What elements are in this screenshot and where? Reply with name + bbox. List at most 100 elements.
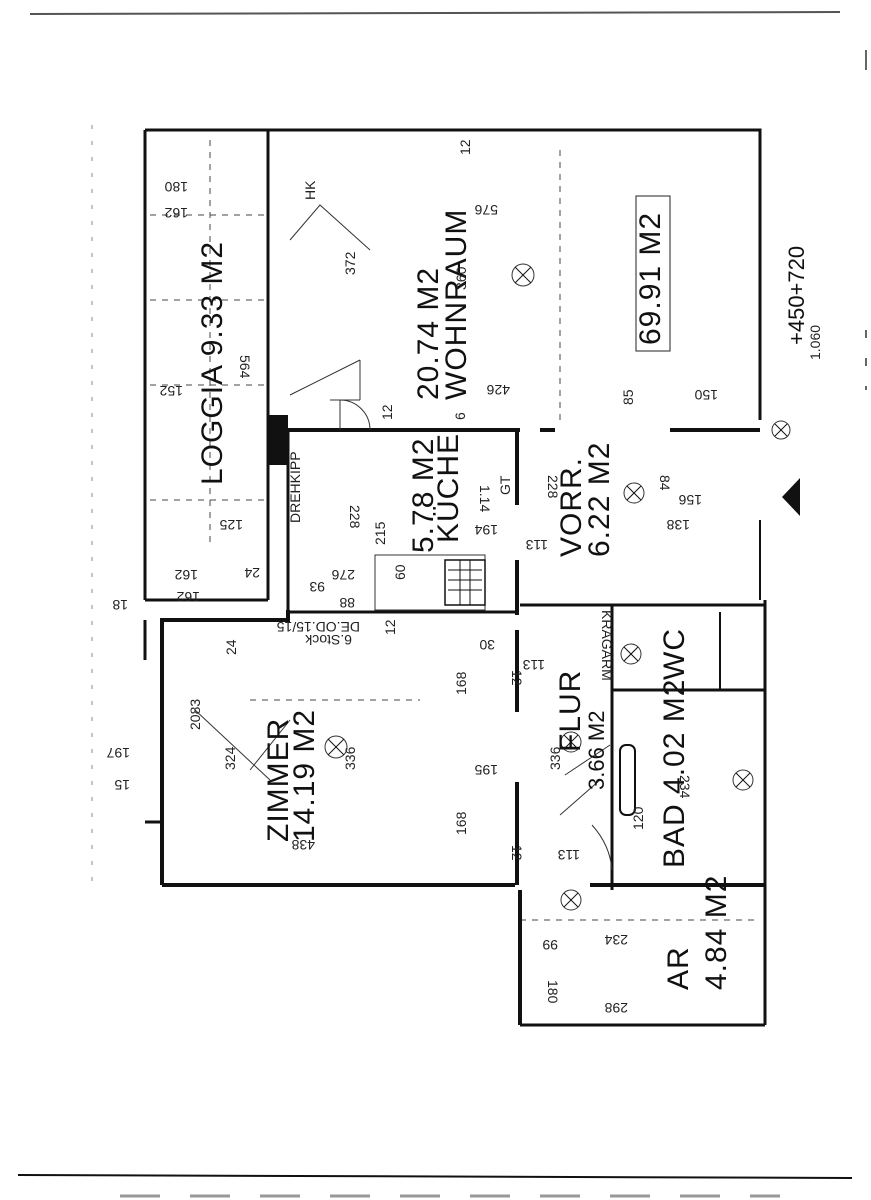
dim-label: 180 <box>164 179 188 195</box>
dim-label: 324 <box>222 746 238 770</box>
walls <box>143 128 767 1027</box>
dim-label: 2083 <box>187 699 203 730</box>
room-zimmer-area: 14.19 M2 <box>288 709 321 842</box>
dim-label: 228 <box>347 505 363 529</box>
light-fixture-icon <box>324 735 348 759</box>
dim-label: 168 <box>453 671 469 695</box>
light-fixture-icon <box>560 731 582 753</box>
grid-lines <box>150 140 760 921</box>
room-loggia: LOGGIA 9.33 M2 <box>196 241 229 485</box>
room-wc: WC <box>658 628 691 680</box>
dim-label: 195 <box>474 762 498 778</box>
dim-label: 228 <box>545 475 561 499</box>
dim-label: 60 <box>392 564 408 580</box>
warning-triangle-icon <box>782 478 800 516</box>
dim-label: 152 <box>159 383 183 399</box>
dim-label: 12 <box>509 845 525 861</box>
dim-label: 162 <box>164 205 188 221</box>
dim-label: 30 <box>479 637 495 653</box>
room-ar-area: 4.84 M2 <box>700 875 733 990</box>
dim-label: 138 <box>666 517 690 533</box>
diagonal-lines <box>194 359 361 781</box>
light-fixture-icon <box>620 643 642 665</box>
dim-label: 24 <box>244 565 260 581</box>
dim-label: 215 <box>372 521 388 545</box>
dim-label: 6 <box>452 412 468 420</box>
dim-label: 150 <box>694 387 718 403</box>
light-fixture-icon <box>511 263 535 287</box>
dim-label: 1.14 <box>477 485 493 512</box>
dim-label: 93 <box>309 579 325 595</box>
dim-label: 24 <box>223 639 239 655</box>
interior-walls <box>268 415 765 890</box>
gt-label: GT <box>497 475 513 495</box>
room-vorr-area: 6.22 M2 <box>583 442 616 557</box>
stock-label: 6.Stock <box>304 632 352 648</box>
dim-label: 438 <box>291 837 315 853</box>
column <box>268 415 288 465</box>
light-fixture-icon <box>771 420 791 440</box>
dim-label: 336 <box>342 746 358 770</box>
dim-label: 168 <box>453 811 469 835</box>
dim-label: 156 <box>678 492 702 508</box>
room-kueche: KÜCHE <box>432 433 465 543</box>
dim-label: 12 <box>379 404 395 420</box>
room-vorr-name: VORR. <box>555 457 588 557</box>
room-wohnraum-area: 20.74 M2 <box>412 267 445 400</box>
dim-label: 234 <box>604 932 628 948</box>
room-flur-name: FLUR <box>554 670 587 752</box>
dim-label: 113 <box>557 847 580 863</box>
kragarm-label: KRAGARM <box>599 610 615 681</box>
dim-label: 18 <box>112 597 128 613</box>
light-fixture-icon <box>560 889 582 911</box>
scan-edge-lines <box>17 11 867 1198</box>
room-labels: LOGGIA 9.33 M2 20.74 M2 WOHNRAUM 5.78 M2… <box>196 180 809 990</box>
dim-label: 234 <box>677 775 693 799</box>
dim-label: 12 <box>382 619 398 635</box>
room-kueche-area: 5.78 M2 <box>407 438 440 553</box>
dim-label: 180 <box>545 980 561 1004</box>
light-fixture-icon <box>623 482 645 504</box>
dim-label: 194 <box>474 522 498 538</box>
room-zimmer-name: ZIMMER <box>262 718 295 842</box>
dim-label: 162 <box>174 567 198 583</box>
dim-label: 360 <box>453 266 469 290</box>
elevation-label: +450+720 <box>784 246 809 345</box>
dim-label: 564 <box>237 355 253 379</box>
dim-label: 85 <box>620 389 636 405</box>
dim-label: 84 <box>657 475 673 491</box>
stock-code-label: DE.OD.15/15 <box>277 619 360 635</box>
dim-label: 125 <box>219 517 243 533</box>
room-bad: BAD 4.02 M2 <box>658 679 691 868</box>
dim-label: 12 <box>509 670 525 686</box>
dim-label: 12 <box>457 139 473 155</box>
dim-label: 372 <box>342 251 358 275</box>
dim-label: 576 <box>474 202 498 218</box>
room-wohnraum: WOHNRAUM <box>440 209 473 400</box>
dim-label: 162 <box>176 589 200 605</box>
dim-label: 88 <box>339 595 355 611</box>
dim-label: 1.060 <box>807 325 823 360</box>
dim-label: 276 <box>331 567 355 583</box>
dim-label: 15 <box>114 777 130 793</box>
dim-label: 113 <box>525 537 548 553</box>
room-flur-area: 3.66 M2 <box>584 711 609 791</box>
dim-label: 298 <box>604 1000 628 1016</box>
kitchen-stove <box>374 554 486 611</box>
dim-label: 113 <box>522 657 545 673</box>
bathtub <box>619 744 636 816</box>
hk-label: HK <box>302 180 318 200</box>
light-fixture-icon <box>732 769 754 791</box>
light-fixtures <box>324 263 791 911</box>
drehkipp-label: DREHKIPP <box>287 451 303 523</box>
dim-label: 336 <box>547 746 563 770</box>
room-ar-name: AR <box>662 946 695 990</box>
dim-label: 99 <box>542 937 558 953</box>
dimension-labels: 180 162 564 152 125 162 162 372 360 576 … <box>106 139 823 1016</box>
dim-label: 197 <box>106 745 130 761</box>
dim-label: 120 <box>630 806 646 830</box>
total-area: 69.91 M2 <box>634 212 667 345</box>
total-area-box <box>635 195 671 352</box>
dim-label: 426 <box>486 382 510 398</box>
